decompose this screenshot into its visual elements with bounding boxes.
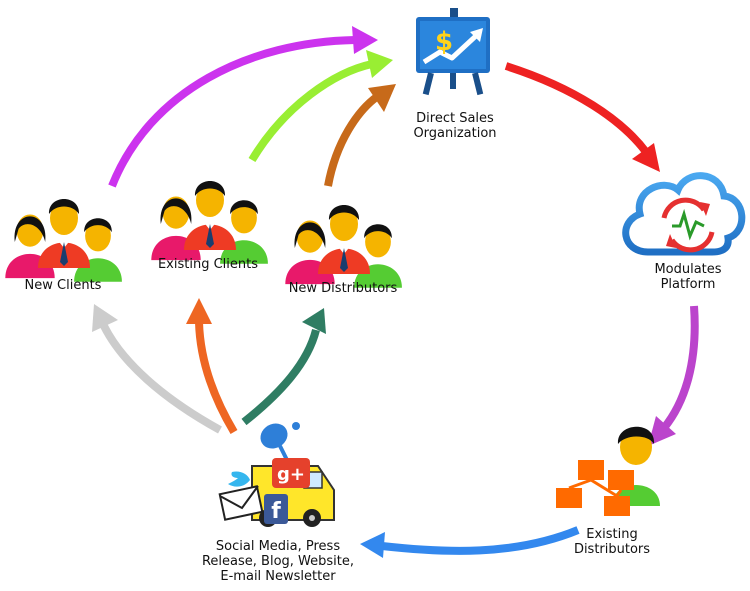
dollar-sign: $ (435, 27, 453, 57)
arrow-social-to-new-distributors (241, 308, 326, 426)
cloud-sync-icon (622, 172, 746, 256)
social-media-label: Social Media, Press Release, Blog, Websi… (201, 539, 354, 584)
network-user-icon (556, 426, 660, 516)
presentation-board-dollar-icon: $ (416, 8, 490, 96)
existing-distributors-label: Existing Distributors (573, 527, 651, 557)
arrow-social-to-new-clients (92, 304, 222, 434)
google-plus-icon: g+ (277, 464, 305, 485)
arrow-distributors-to-social (360, 526, 580, 558)
existing-clients-label: Existing Clients (157, 257, 259, 272)
arrow-new-clients-to-sales (108, 26, 378, 188)
social-media-van-icon: g+ f (218, 422, 335, 527)
new-clients-people-group-icon (5, 199, 122, 282)
arrows (92, 26, 699, 558)
new-distributors-people-group-icon (285, 205, 402, 288)
arrow-social-to-existing-clients (186, 298, 238, 435)
new-distributors-label: New Distributors (288, 281, 398, 296)
facebook-icon: f (271, 499, 281, 524)
email-envelope-icon (218, 485, 264, 521)
arrow-sales-to-platform (504, 62, 660, 172)
new-clients-label: New Clients (24, 278, 102, 293)
direct-sales-label: Direct Sales Organization (413, 111, 497, 141)
arrow-new-distributors-to-sales (324, 84, 396, 187)
platform-label: Modulates Platform (654, 262, 722, 292)
arrow-existing-clients-to-sales (248, 50, 393, 163)
existing-clients-people-group-icon (151, 181, 268, 264)
arrow-platform-to-distributors (648, 305, 699, 446)
